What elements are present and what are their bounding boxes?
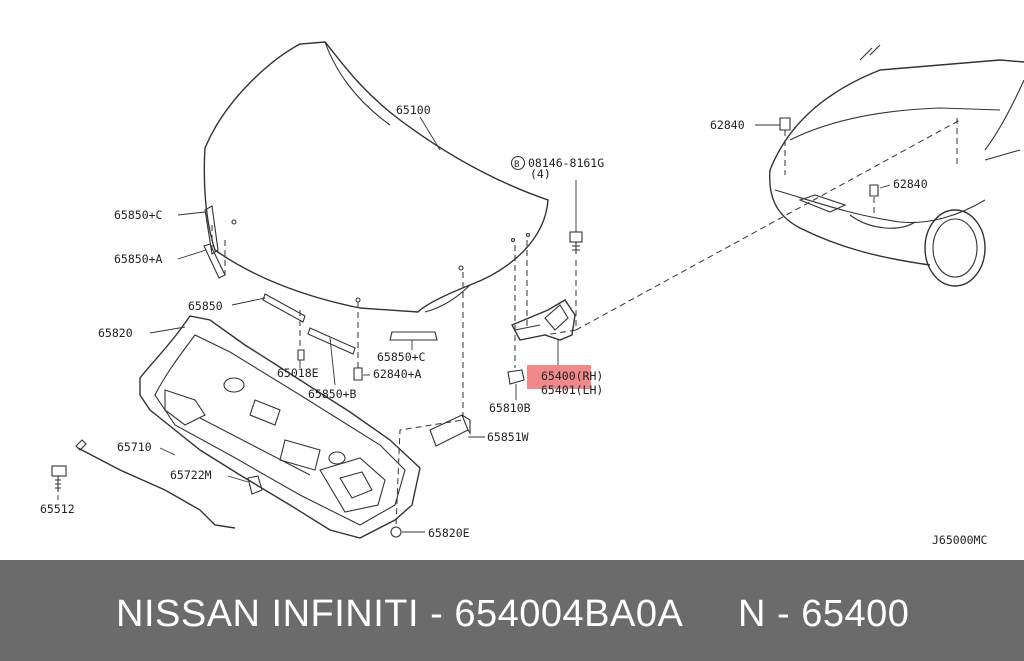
- rod-holder: [247, 475, 263, 495]
- bolt-08146: [569, 231, 583, 254]
- part-number-banner: NISSAN INFINITI - 654004BA0A N - 65400: [0, 560, 1024, 661]
- label-bolt-qty: (4): [530, 167, 551, 181]
- label-65018e: 65018E: [277, 366, 319, 380]
- label-62840-top: 62840: [710, 118, 745, 132]
- label-65820e: 65820E: [428, 526, 470, 540]
- hood-rod: [77, 447, 236, 529]
- leader-lines: [57, 116, 891, 533]
- label-65851w: 65851W: [487, 430, 529, 444]
- label-hood: 65100: [396, 103, 431, 117]
- hood-panel: [203, 41, 549, 313]
- label-65810b: 65810B: [489, 401, 531, 415]
- label-65850a: 65850+A: [114, 252, 163, 266]
- reference-number: N - 65400: [738, 593, 910, 635]
- hood-insulator: [139, 315, 421, 539]
- label-65850c: 65850+C: [114, 208, 163, 222]
- grommet: [507, 369, 525, 385]
- label-65401: 65401(LH): [541, 383, 603, 397]
- vehicle-front: [768, 44, 1024, 287]
- bracket-65850c: [389, 331, 438, 341]
- label-65710: 65710: [117, 440, 152, 454]
- label-62840-right: 62840: [893, 177, 928, 191]
- clip-62840a: [353, 367, 363, 381]
- parts-diagram: 65100 08146-8161G (4) 62840 62840 65850+…: [40, 41, 1024, 547]
- clip-65018e: [297, 349, 305, 361]
- label-65820: 65820: [98, 326, 133, 340]
- label-65850b: 65850+B: [308, 387, 357, 401]
- hood-lock: [511, 299, 576, 341]
- seal-strip-65850: [262, 293, 306, 323]
- clip-62840-right: [869, 184, 879, 197]
- brand-part-number: NISSAN INFINITI - 654004BA0A: [116, 593, 684, 635]
- label-65400: 65400(RH): [541, 369, 603, 383]
- label-65512: 65512: [40, 502, 75, 516]
- highlight-65400: [527, 365, 591, 389]
- label-65850c-2: 65850+C: [377, 350, 426, 364]
- pad: [429, 414, 469, 447]
- label-65850: 65850: [188, 299, 223, 313]
- bolt-circle-b: B: [514, 160, 519, 170]
- label-bolt: 08146-8161G: [528, 156, 604, 170]
- guide-lines: [211, 118, 961, 527]
- bolt-65512: [51, 465, 67, 492]
- label-62840a: 62840+A: [373, 367, 422, 381]
- seal-strip-65850b: [307, 327, 356, 355]
- clip-62840-top: [779, 117, 791, 131]
- label-diagram-code: J65000MC: [932, 533, 987, 547]
- clip: [390, 526, 402, 538]
- label-65722m: 65722M: [170, 468, 212, 482]
